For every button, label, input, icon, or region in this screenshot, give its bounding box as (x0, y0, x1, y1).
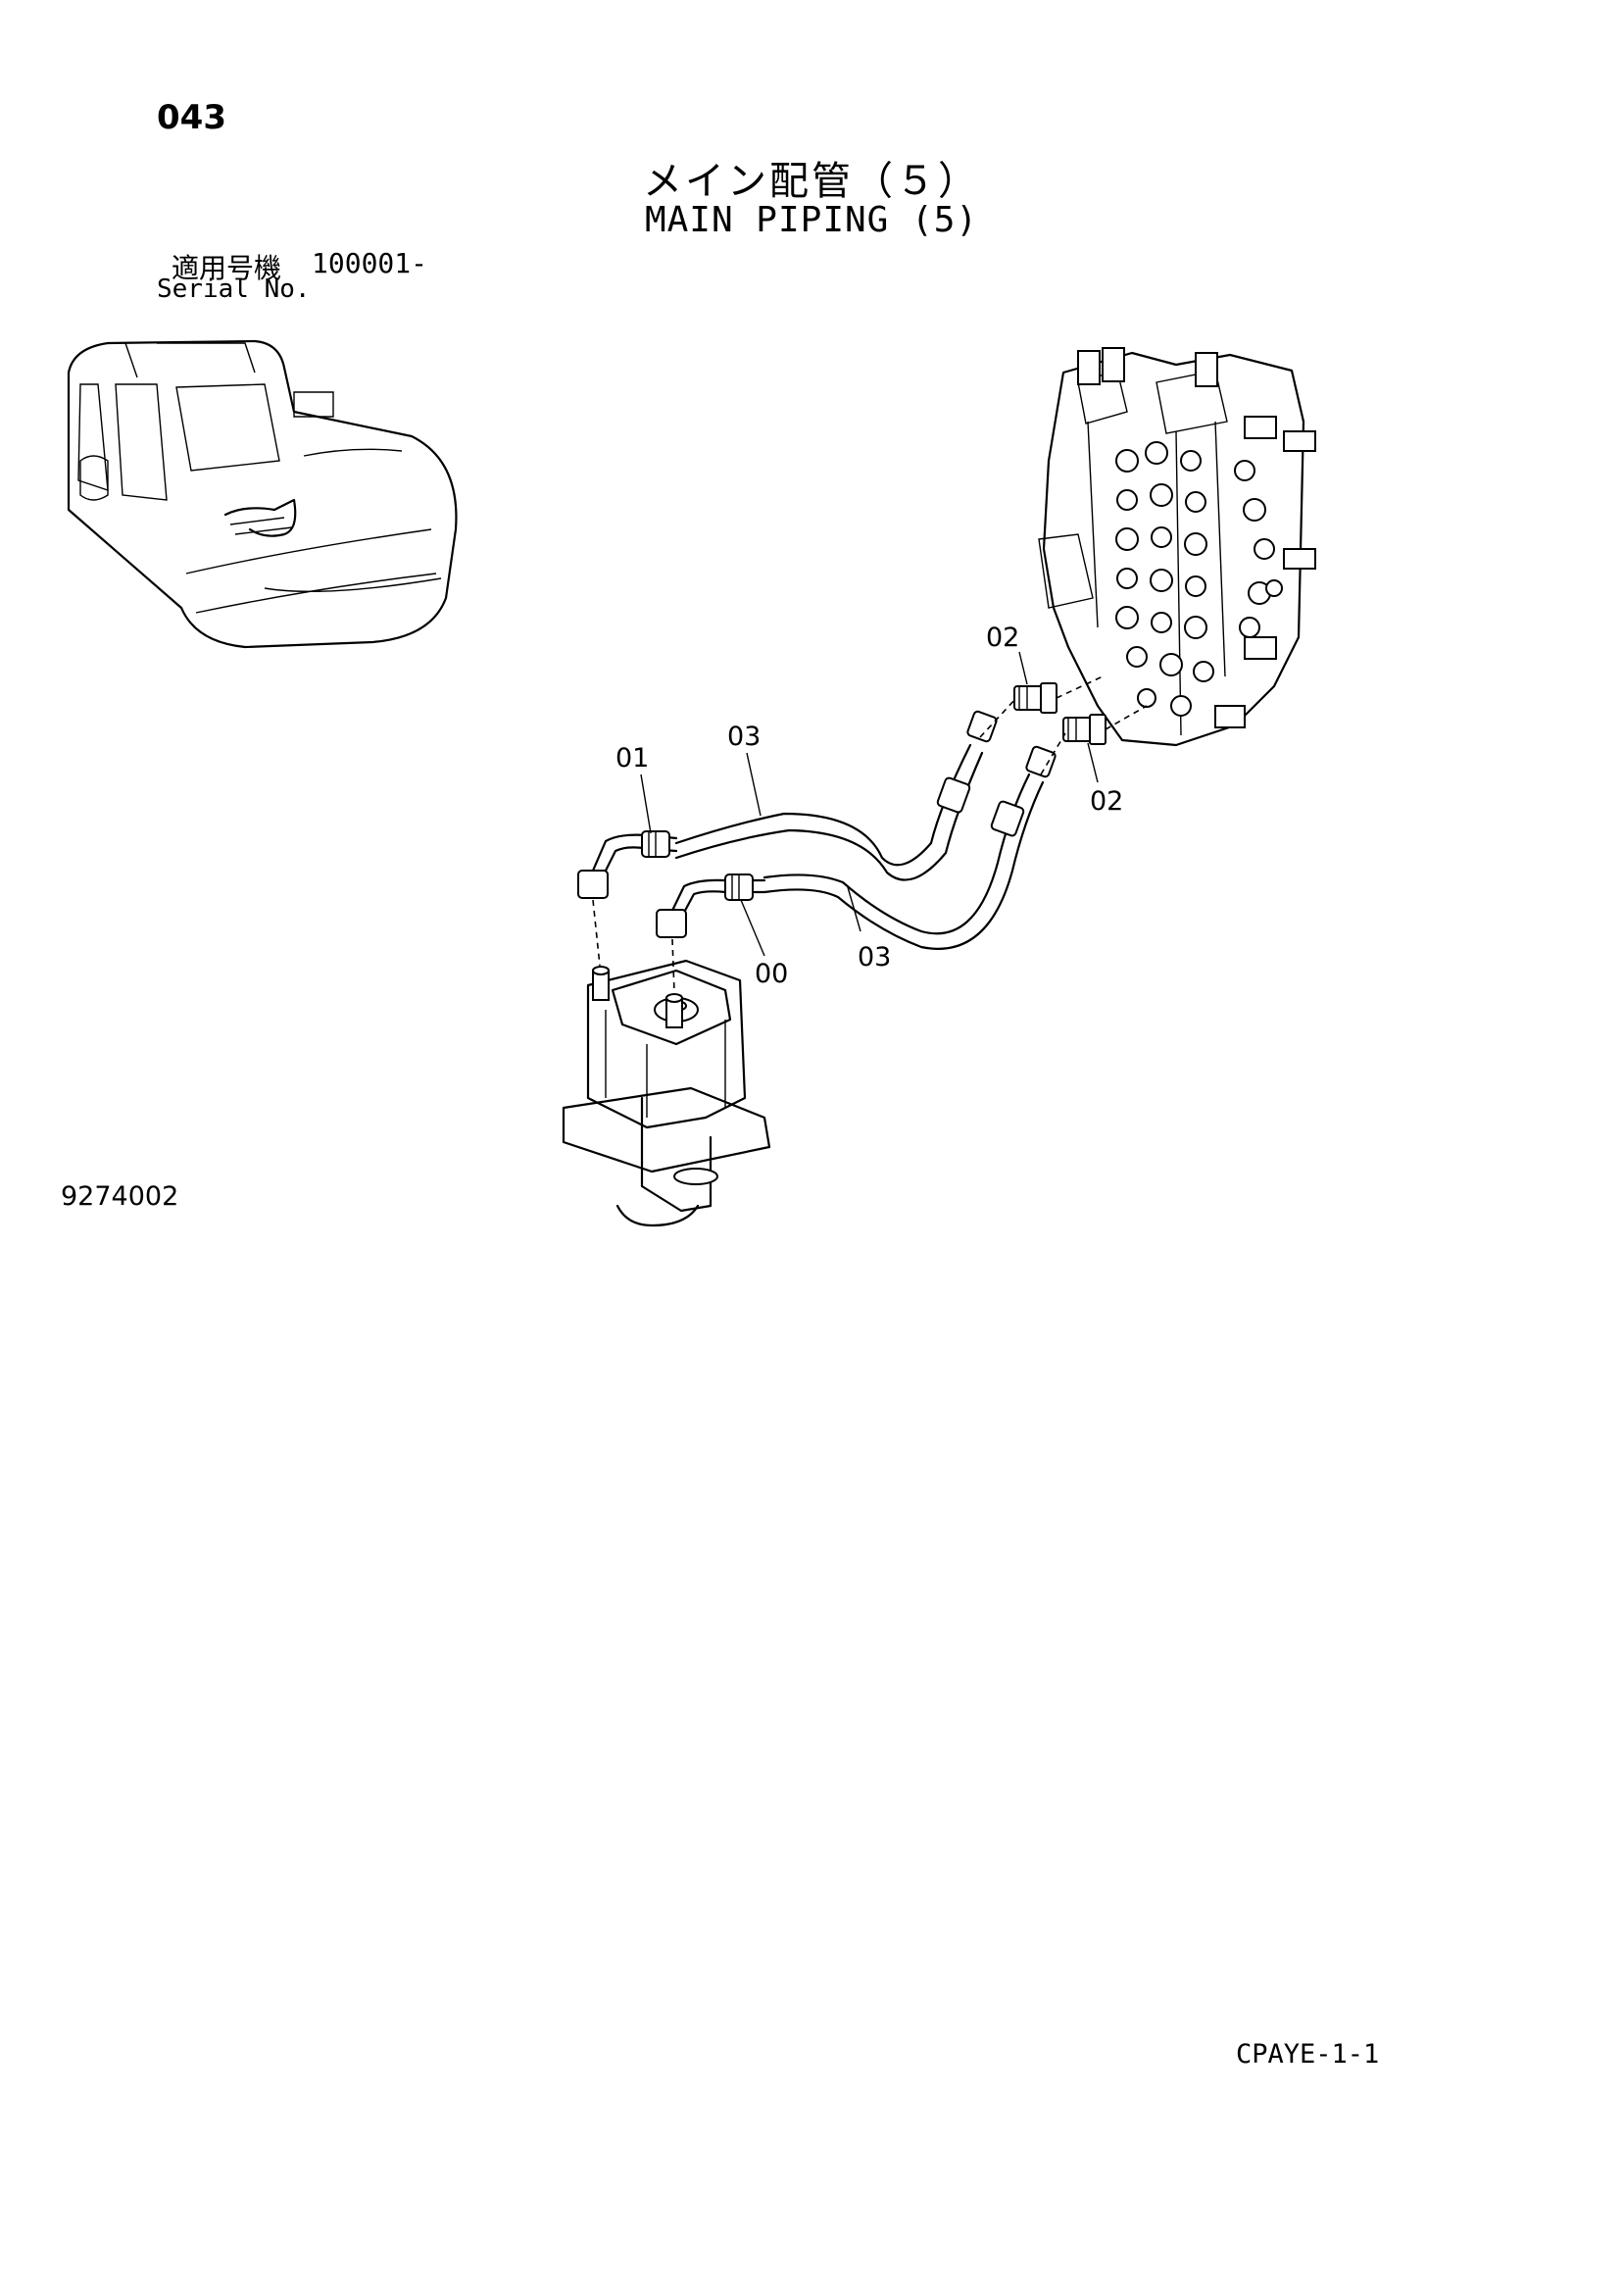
callout-leaders (640, 651, 1099, 957)
page-title-english: MAIN PIPING (5) (644, 200, 979, 240)
callout-02-upper: 02 (986, 623, 1019, 653)
adapter-02-upper (1013, 682, 1057, 714)
pump-assembly (562, 959, 771, 1227)
serial-label-english: Serial No. (157, 275, 311, 304)
pipe-00 (656, 873, 766, 938)
callout-03-upper: 03 (727, 722, 761, 752)
callout-03-lower: 03 (858, 942, 891, 973)
drawing-number: 9274002 (61, 1181, 179, 1212)
pipe-03-upper (674, 743, 984, 881)
serial-label-japanese: 適用号機 (172, 252, 282, 284)
callout-01: 01 (615, 743, 649, 774)
callout-02-lower: 02 (1090, 786, 1123, 817)
control-valve-assembly (1038, 347, 1316, 747)
footer-code: CPAYE-1-1 (1236, 2039, 1380, 2070)
serial-number-value: 100001- (312, 247, 428, 279)
assembly-guide-lines (592, 675, 1148, 993)
page-title-japanese: メイン配管（５） (643, 159, 980, 204)
excavator-overview-illustration (67, 339, 458, 649)
callout-00: 00 (755, 959, 788, 989)
pipe-01 (577, 830, 678, 899)
pipe-03-lower (762, 773, 1045, 950)
page-number: 043 (157, 98, 226, 137)
adapter-02-lower (1062, 714, 1107, 745)
hose-end-fittings (936, 710, 1057, 837)
